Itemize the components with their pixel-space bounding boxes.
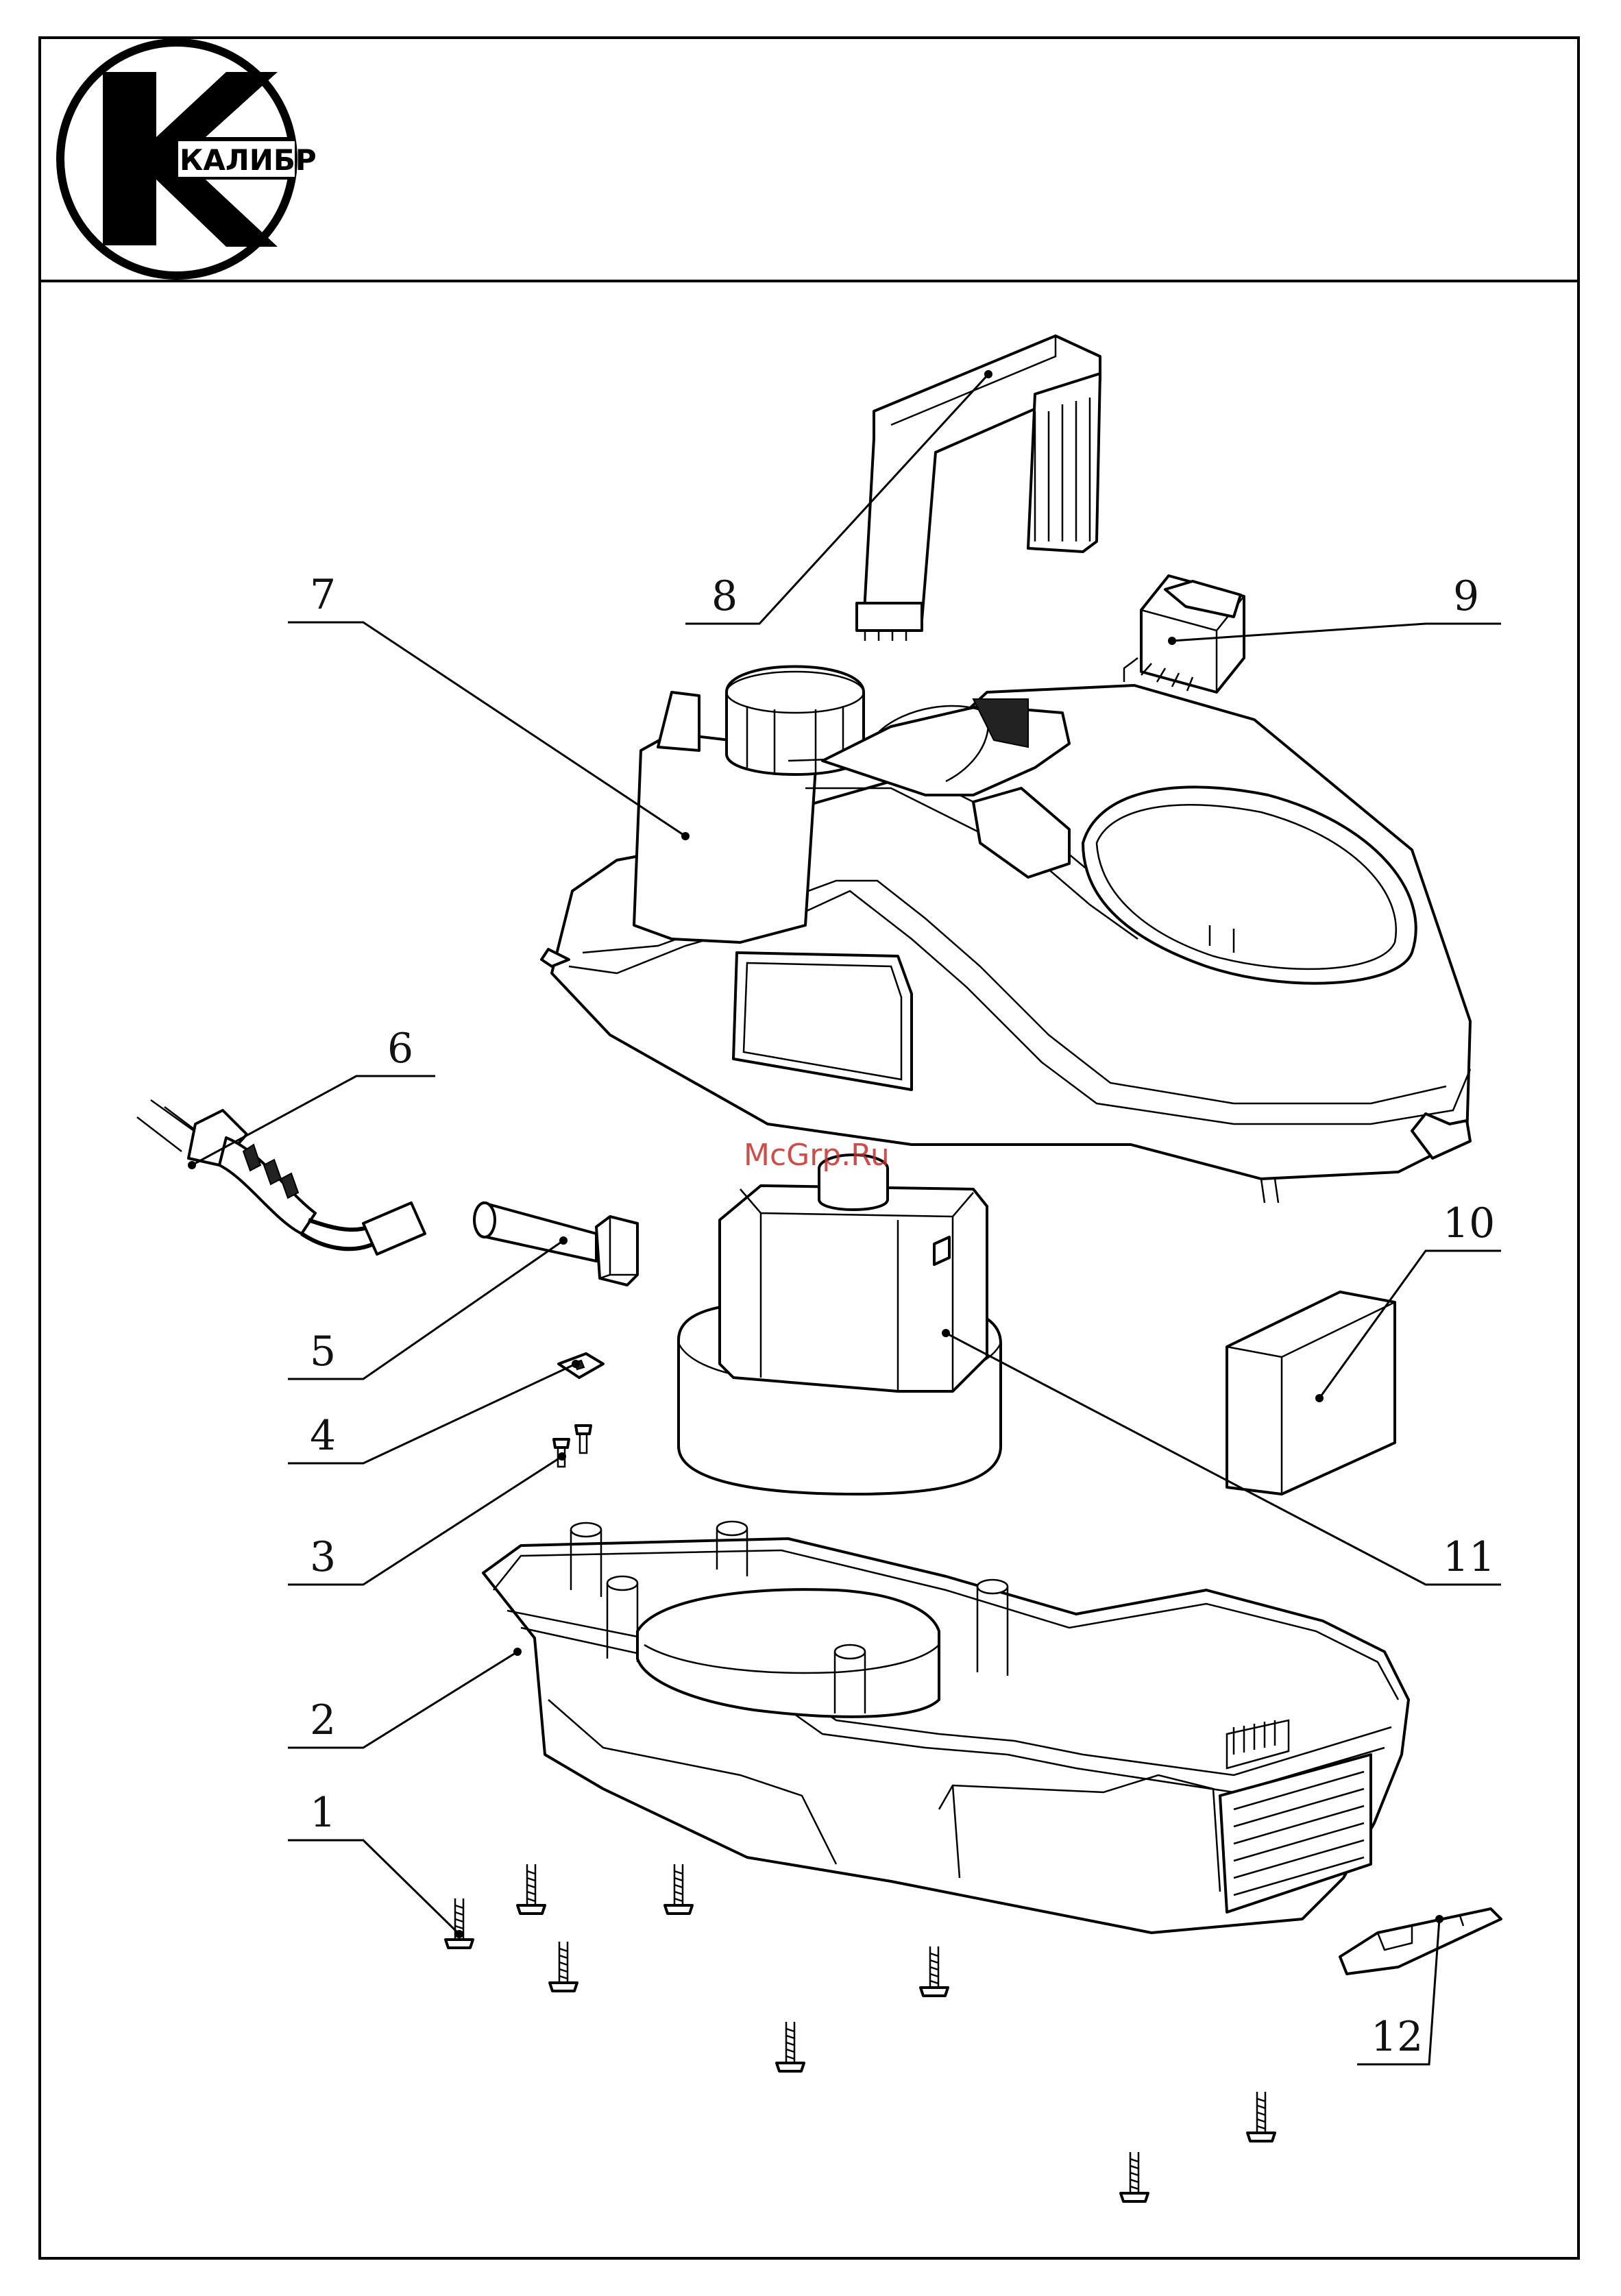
logo-text: КАЛИБР — [180, 143, 317, 177]
callout-4: 4 — [310, 1412, 336, 1460]
callout-11: 11 — [1443, 1533, 1495, 1581]
motor-unit — [679, 1155, 1001, 1494]
power-cord — [137, 1100, 425, 1254]
callout-9: 9 — [1453, 572, 1479, 620]
callout-6: 6 — [387, 1025, 413, 1073]
hose-connector — [474, 1203, 637, 1285]
callout-3: 3 — [310, 1533, 336, 1581]
filter-block — [1227, 1292, 1395, 1494]
callout-5: 5 — [310, 1328, 336, 1376]
clip — [559, 1354, 603, 1378]
latch — [1340, 1909, 1501, 1974]
small-screws — [554, 1426, 591, 1467]
top-cover — [541, 667, 1470, 1204]
rocker-switch — [1124, 576, 1244, 692]
callout-12: 12 — [1371, 2013, 1423, 2061]
carry-handle — [857, 336, 1100, 641]
brand-logo: КАЛИБР — [60, 42, 317, 276]
callout-1: 1 — [310, 1789, 336, 1837]
callout-10: 10 — [1443, 1199, 1495, 1247]
base-housing — [483, 1522, 1409, 1933]
callout-7: 7 — [310, 571, 336, 619]
callout-2: 2 — [310, 1696, 336, 1744]
watermark: McGrp.Ru — [744, 1138, 890, 1173]
callout-8: 8 — [711, 572, 738, 620]
